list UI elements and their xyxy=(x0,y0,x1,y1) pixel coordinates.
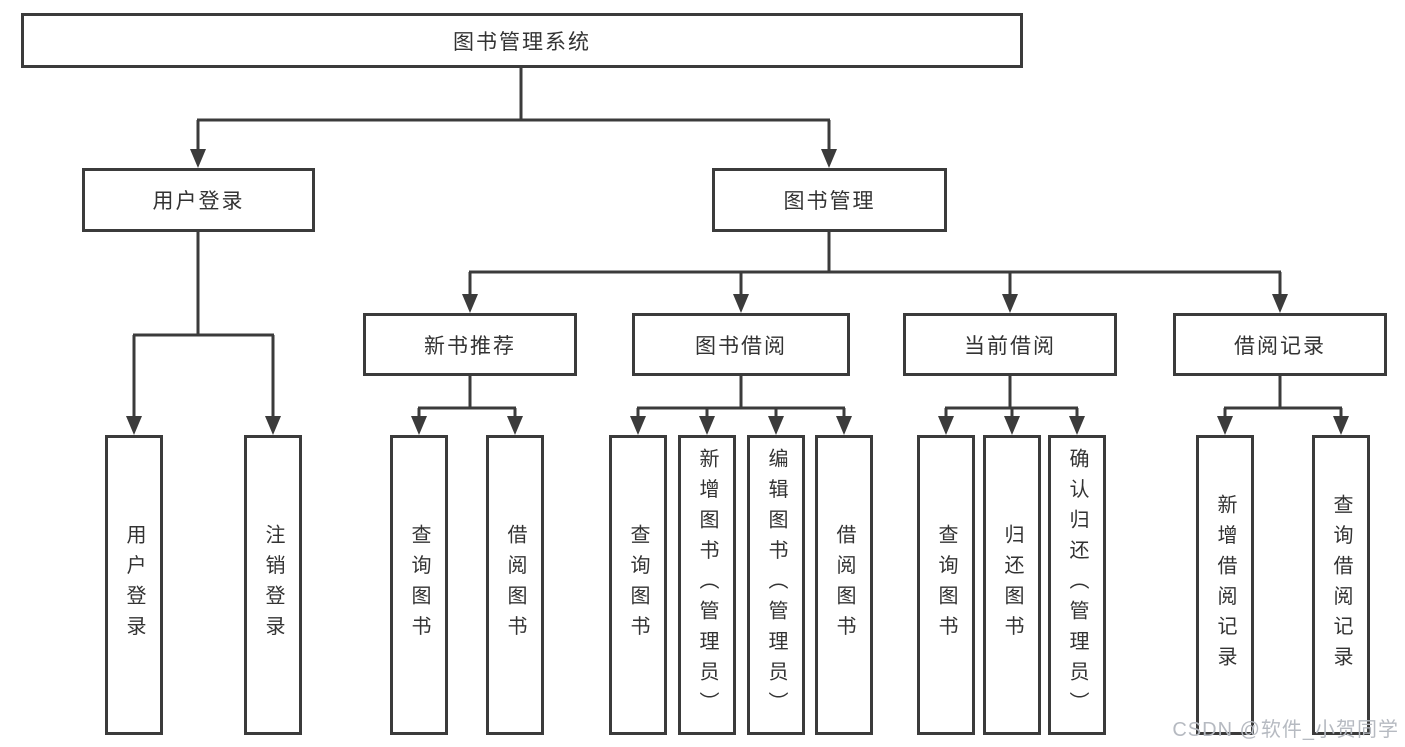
node-user-login-label: 用户登录 xyxy=(152,190,245,213)
node-book-borrow: 图书借阅 xyxy=(632,313,850,376)
csdn-watermark: CSDN @软件_小贺同学 xyxy=(1172,719,1399,741)
leaf-add-borrow-record-label: 新增借阅记录 xyxy=(1214,493,1236,677)
leaf-query-books-borrow: 查询图书 xyxy=(609,435,667,735)
leaf-add-book-admin-label: 新增图书（管理员） xyxy=(696,448,718,722)
leaf-user-login: 用户登录 xyxy=(105,435,163,735)
leaf-query-books-recommend: 查询图书 xyxy=(390,435,448,735)
leaf-logout: 注销登录 xyxy=(244,435,302,735)
node-new-book-recommend-label: 新书推荐 xyxy=(424,334,516,358)
leaf-return-book-label: 归还图书 xyxy=(1001,524,1023,646)
leaf-return-book: 归还图书 xyxy=(983,435,1041,735)
leaf-query-books-current: 查询图书 xyxy=(917,435,975,735)
node-book-borrow-label: 图书借阅 xyxy=(695,334,787,358)
node-book-management: 图书管理 xyxy=(712,168,947,232)
leaf-logout-label: 注销登录 xyxy=(262,524,284,646)
leaf-borrow-books: 借阅图书 xyxy=(815,435,873,735)
node-user-login: 用户登录 xyxy=(82,168,315,232)
node-borrow-records: 借阅记录 xyxy=(1173,313,1387,376)
leaf-add-borrow-record: 新增借阅记录 xyxy=(1196,435,1254,735)
node-borrow-records-label: 借阅记录 xyxy=(1234,334,1326,358)
node-root-system-label: 图书管理系统 xyxy=(453,30,591,54)
leaf-confirm-return-admin-label: 确认归还（管理员） xyxy=(1066,448,1088,722)
leaf-edit-book-admin-label: 编辑图书（管理员） xyxy=(765,448,787,722)
leaf-edit-book-admin: 编辑图书（管理员） xyxy=(747,435,805,735)
leaf-query-books-borrow-label: 查询图书 xyxy=(627,524,649,646)
leaf-query-borrow-record-label: 查询借阅记录 xyxy=(1330,493,1352,677)
node-new-book-recommend: 新书推荐 xyxy=(363,313,577,376)
leaf-query-borrow-record: 查询借阅记录 xyxy=(1312,435,1370,735)
node-current-borrow: 当前借阅 xyxy=(903,313,1117,376)
leaf-query-books-current-label: 查询图书 xyxy=(935,524,957,646)
node-root-system: 图书管理系统 xyxy=(21,13,1023,68)
leaf-confirm-return-admin: 确认归还（管理员） xyxy=(1048,435,1106,735)
leaf-borrow-books-recommend-label: 借阅图书 xyxy=(504,524,526,646)
node-book-management-label: 图书管理 xyxy=(783,190,876,213)
leaf-borrow-books-recommend: 借阅图书 xyxy=(486,435,544,735)
leaf-add-book-admin: 新增图书（管理员） xyxy=(678,435,736,735)
node-current-borrow-label: 当前借阅 xyxy=(964,334,1056,358)
leaf-query-books-recommend-label: 查询图书 xyxy=(408,524,430,646)
leaf-borrow-books-label: 借阅图书 xyxy=(833,524,855,646)
leaf-user-login-label: 用户登录 xyxy=(123,524,145,646)
